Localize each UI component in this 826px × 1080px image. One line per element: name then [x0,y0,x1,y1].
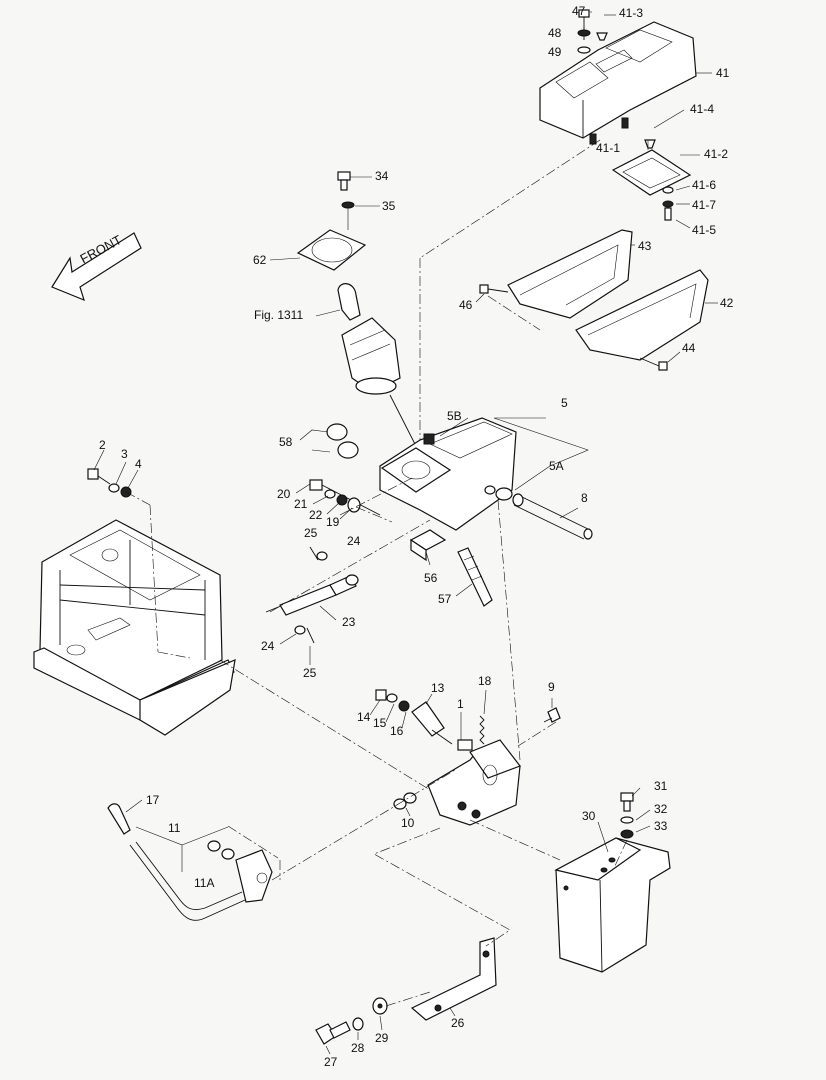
control-bracket-part-5 [379,417,517,531]
callout-10: 10 [401,816,415,830]
callout-5B: 5B [447,409,462,423]
bolt-part-9 [543,707,561,723]
callout-44: 44 [682,341,696,355]
joystick-boot [337,283,419,451]
callout-17: 17 [146,793,160,807]
callout-57: 57 [438,592,452,606]
callout-33: 33 [654,819,668,833]
callout-5: 5 [561,396,568,410]
callout-13: 13 [431,681,445,695]
callout-58: 58 [279,435,293,449]
bolt-part-27-washers-28-29 [315,997,388,1045]
frame-structure [33,519,236,736]
lever-part-11 [107,803,273,921]
bolt-part-2-washers-3-4 [87,468,132,498]
callout-27: 27 [324,1055,338,1069]
callout-29: 29 [375,1031,389,1045]
callout-9: 9 [548,680,555,694]
callout-48: 48 [548,26,562,40]
callout-21: 21 [294,497,308,511]
callout-23: 23 [342,615,356,629]
callout-31: 31 [654,779,668,793]
lever-part-57 [457,547,493,607]
callout-41-3: 41-3 [619,6,644,20]
callout-8: 8 [581,491,588,505]
callout-24-bottom: 24 [261,639,275,653]
callout-11A: 11A [194,876,215,890]
callout-26: 26 [451,1016,465,1030]
tray-part-43 [507,229,633,319]
callout-24-top: 24 [347,534,361,548]
callout-4: 4 [135,457,142,471]
callout-41-7: 41-7 [692,198,717,212]
assembly-center-lines [125,139,649,1007]
callout-42: 42 [720,296,734,310]
nuts-part-58 [326,423,359,459]
bolt-part-34 [337,171,355,230]
gasket-plate-part-62 [296,229,367,271]
callout-41-2: 41-2 [704,147,729,161]
callout-25-bottom: 25 [303,666,317,680]
callout-14: 14 [357,710,371,724]
callout-35: 35 [382,199,396,213]
callout-62: 62 [253,253,267,267]
callout-41-5: 41-5 [692,223,717,237]
bolt-part-47 [577,9,608,54]
gas-spring-part-23 [265,546,359,644]
callout-41-6: 41-6 [692,178,717,192]
callout-18: 18 [478,674,492,688]
bolt-part-31-washers-32-33 [620,792,634,839]
callout-20: 20 [277,487,291,501]
callout-56: 56 [424,571,438,585]
leader-lines [93,11,718,1055]
callout-22: 22 [309,508,323,522]
callout-47: 47 [572,4,586,18]
callout-46: 46 [459,298,473,312]
figure-reference-label: Fig. 1311 [254,308,304,322]
cover-part-30 [554,837,671,973]
callout-49: 49 [548,45,562,59]
callout-15: 15 [373,716,387,730]
plate-part-26 [410,937,497,1021]
console-cover-part-41 [539,21,697,145]
bolt-part-44 [639,357,668,371]
callout-34: 34 [375,169,389,183]
front-direction-arrow [51,232,142,302]
callout-25-top: 25 [304,526,318,540]
callout-2: 2 [99,438,106,452]
callout-41: 41 [716,66,730,80]
callout-30: 30 [582,809,596,823]
callout-1: 1 [457,697,464,711]
callout-28: 28 [351,1041,365,1055]
callout-3: 3 [121,447,128,461]
callout-11: 11 [168,821,181,835]
callout-43: 43 [638,239,652,253]
pad-part-56 [409,529,447,562]
pin-part-13-washers-14-15-16 [375,689,453,745]
callout-16: 16 [390,724,404,738]
callout-32: 32 [654,802,668,816]
callout-5A: 5A [549,459,564,473]
callout-19: 19 [326,515,340,529]
bolt-part-46 [479,284,509,294]
callout-41-1: 41-1 [596,141,621,155]
valve-bracket-part-1 [427,739,521,826]
callout-41-4: 41-4 [690,102,715,116]
tray-part-42 [575,269,709,361]
shaft-part-8 [512,493,593,540]
spring-part-18 [479,715,485,745]
bracket-part-41-2 [611,139,692,221]
